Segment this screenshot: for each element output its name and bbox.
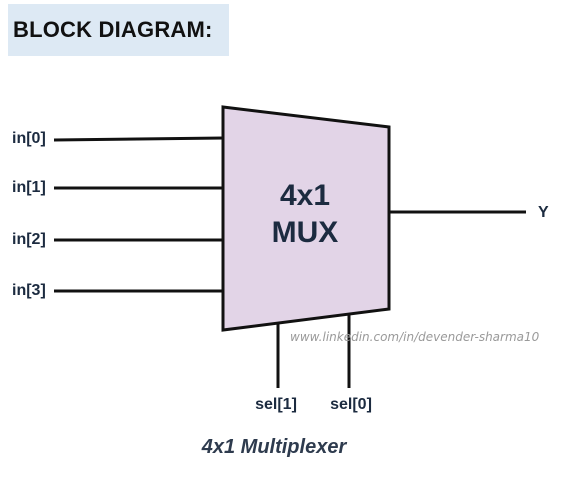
select-label-0: sel[0]: [330, 396, 372, 413]
heading-title: BLOCK DIAGRAM:: [13, 17, 213, 42]
input-label-2: in[2]: [12, 231, 46, 248]
watermark-text: www.linkedin.com/in/devender-sharma10: [290, 330, 540, 344]
mux-label-line2: MUX: [272, 216, 339, 249]
select-label-1: sel[1]: [255, 396, 297, 413]
input-wire-0: [53, 136, 225, 142]
mux-label-line1: 4x1: [280, 179, 330, 212]
heading-box: BLOCK DIAGRAM:: [8, 4, 229, 56]
mux-block: [221, 105, 391, 332]
input-label-1: in[1]: [12, 179, 46, 196]
input-label-3: in[3]: [12, 282, 46, 299]
input-label-0: in[0]: [12, 130, 46, 147]
diagram-caption: 4x1 Multiplexer: [201, 436, 347, 458]
output-label: Y: [538, 204, 549, 221]
